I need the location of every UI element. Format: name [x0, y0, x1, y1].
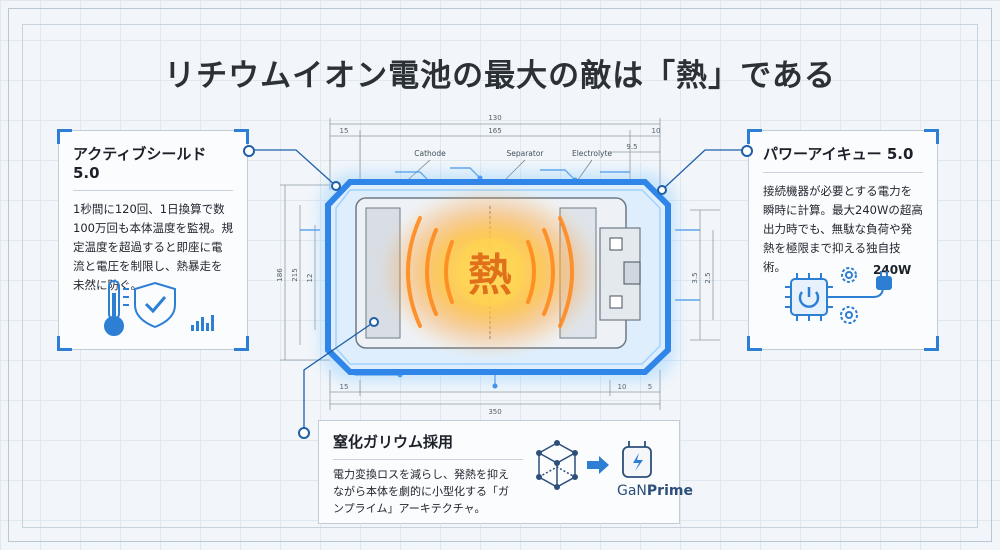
power-iq-icons — [785, 267, 892, 324]
shield-check-icon — [134, 281, 176, 329]
lattice-nodes — [536, 440, 578, 490]
dimension-lines-right — [690, 209, 720, 341]
gan-icons — [536, 440, 652, 490]
gan-body: 電力変換ロスを減らし、発熱を抑えながら本体を劇的に小型化する「ガンプライム」アー… — [333, 468, 509, 515]
active-shield-heading: アクティブシールド 5.0 — [73, 145, 207, 182]
thermometer-icon — [104, 280, 129, 336]
label-cathode: Cathode — [414, 149, 446, 158]
dim-right-small: 9.5 — [626, 143, 637, 151]
power-iq-heading: パワーアイキュー 5.0 — [763, 145, 914, 163]
terminal-pin-top — [609, 237, 623, 251]
battery-shell-inner — [335, 189, 661, 365]
charger-icon — [622, 441, 652, 478]
label-separator: Separator — [506, 149, 544, 158]
left-card-anchor — [243, 145, 255, 157]
dim-overall-top: 130 — [488, 114, 501, 122]
dim-overall-bottom: 350 — [488, 408, 501, 416]
dim-right-h1: 3.5 — [691, 272, 699, 283]
dim-right-top: 10 — [652, 127, 661, 135]
connector-anchor-bottom — [369, 317, 379, 327]
dim-right-bottom-b: 5 — [648, 383, 652, 391]
ganprime-logo: GaNPrime — [617, 483, 693, 499]
gan-heading: 窒化ガリウム採用 — [333, 433, 454, 451]
inner-frame — [22, 24, 978, 528]
gan-card: 窒化ガリウム採用 電力変換ロスを減らし、発熱を抑えながら本体を劇的に小型化する「… — [318, 420, 693, 524]
dim-left-small: 12 — [306, 274, 314, 283]
bar-graph-icon — [191, 315, 214, 331]
heat-label: 熱 — [468, 250, 512, 301]
dim-right-bottom-a: 10 — [618, 383, 627, 391]
chip-power-icon — [785, 273, 833, 321]
dimension-lines-bottom — [329, 370, 661, 410]
dim-right-h2: 2.5 — [704, 272, 712, 283]
terminal-pin-bottom — [609, 295, 623, 309]
right-card-anchor — [741, 145, 753, 157]
divider — [763, 172, 923, 173]
bottom-card-anchor — [298, 427, 310, 439]
connector-lines — [250, 149, 748, 432]
heat-core — [456, 238, 524, 306]
active-shield-body: 1秒間に120回、1日換算で数100万回も本体温度を監視。規定温度を超過すると即… — [73, 202, 233, 292]
power-iq-card: パワーアイキュー 5.0 接続機器が必要とする電力を瞬時に計算。最大240Wの超… — [747, 129, 939, 351]
divider — [333, 459, 523, 460]
dimension-lines-left — [280, 184, 330, 361]
ganprime-logo-suffix: Prime — [646, 483, 693, 499]
divider — [73, 190, 233, 191]
dim-inner-top: 165 — [488, 127, 501, 135]
dim-left-inner: 215 — [291, 268, 299, 281]
arrow-right-icon — [587, 456, 609, 474]
active-shield-icons — [104, 280, 214, 336]
terminal-tab — [623, 261, 641, 285]
connector-anchor-right — [657, 185, 667, 195]
dim-left-top: 15 — [340, 127, 349, 135]
active-shield-card: アクティブシールド 5.0 1秒間に120回、1日換算で数100万回も本体温度を… — [57, 129, 249, 351]
ganprime-logo-prefix: GaN — [617, 483, 647, 499]
gear-icon — [840, 267, 858, 324]
heat-waves — [406, 216, 574, 328]
plug-icon — [827, 271, 892, 298]
label-electrolyte: Electrolyte — [572, 149, 612, 158]
power-iq-body: 接続機器が必要とする電力を瞬時に計算。最大240Wの超高出力時でも、無駄な負荷や… — [763, 184, 923, 274]
page-title: リチウムイオン電池の最大の敵は「熱」である — [164, 58, 836, 94]
dim-left-height: 186 — [276, 268, 284, 282]
outer-frame — [8, 8, 992, 542]
dim-left-bottom: 15 — [340, 383, 349, 391]
connector-anchor-left — [331, 181, 341, 191]
wattage-label: 240W — [873, 263, 912, 277]
